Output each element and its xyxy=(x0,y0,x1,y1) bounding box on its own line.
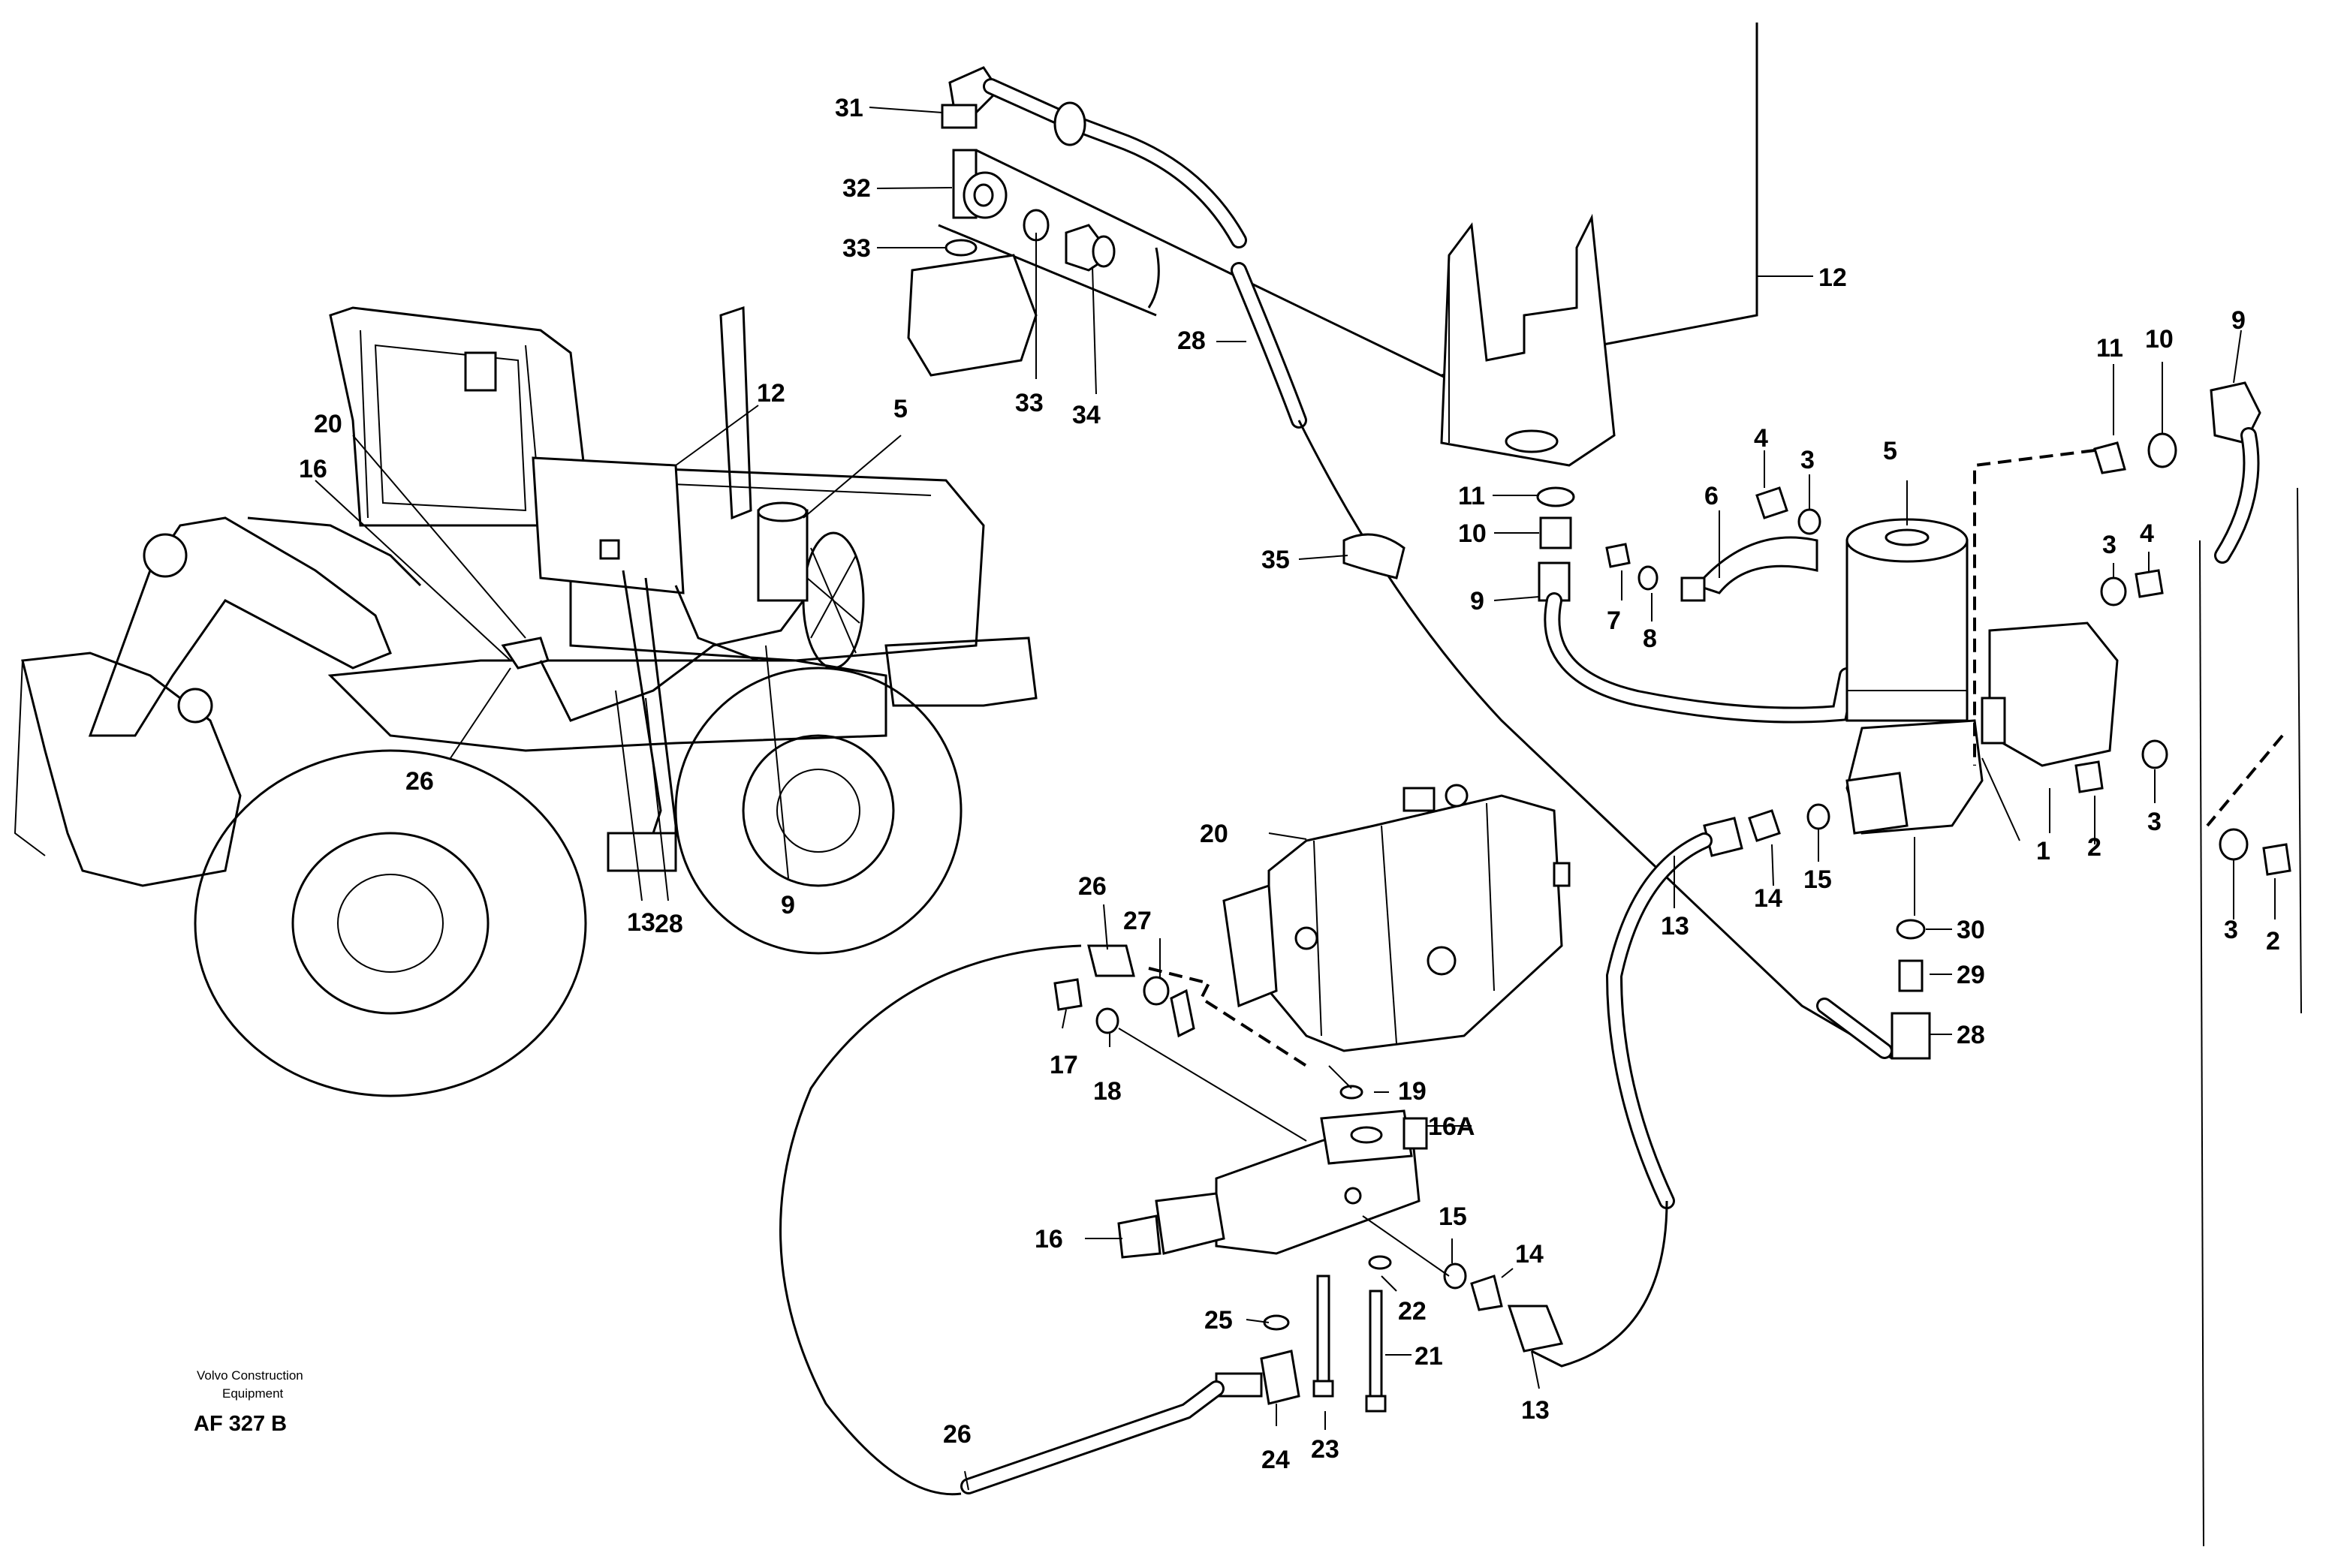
callout-19: 19 xyxy=(1398,1077,1427,1106)
callout-26: 26 xyxy=(943,1420,972,1449)
hydraulic-tank xyxy=(1440,23,1758,467)
credit-line-1: Volvo Construction xyxy=(197,1368,303,1383)
callout-33: 33 xyxy=(1015,389,1044,417)
callout-4: 4 xyxy=(2140,519,2154,548)
callout-7: 7 xyxy=(1607,606,1621,635)
callout-2: 2 xyxy=(2266,927,2280,956)
callout-3: 3 xyxy=(2224,916,2238,944)
pump-inlet-fittings xyxy=(779,944,1308,1496)
filter-assembly xyxy=(1605,449,2291,876)
callout-10: 10 xyxy=(1458,519,1487,548)
credit-line-2: Equipment xyxy=(222,1386,284,1401)
callout-13: 13 xyxy=(627,908,655,937)
hose-13-and-fittings xyxy=(1531,803,1830,1368)
callout-20: 20 xyxy=(1200,820,1228,848)
callout-14: 14 xyxy=(1754,884,1782,913)
callout-26: 26 xyxy=(405,767,434,796)
callout-8: 8 xyxy=(1643,624,1657,653)
callout-17: 17 xyxy=(1050,1051,1078,1079)
top-connection-assembly xyxy=(907,66,1472,392)
callout-28: 28 xyxy=(655,910,683,938)
callout-9: 9 xyxy=(1470,587,1484,615)
callout-3: 3 xyxy=(1800,446,1815,474)
callout-33: 33 xyxy=(842,234,871,263)
callout-29: 29 xyxy=(1957,961,1985,989)
callout-23: 23 xyxy=(1311,1435,1339,1464)
hydraulic-pump-20 xyxy=(1222,784,1571,1052)
callout-27: 27 xyxy=(1123,907,1152,935)
hose-clamp-35 xyxy=(1342,533,1405,579)
callout-16: 16 xyxy=(1035,1225,1063,1253)
filter-outlet-fittings xyxy=(1816,919,1931,1060)
callout-34: 34 xyxy=(1072,401,1101,429)
callout-5: 5 xyxy=(893,395,908,423)
callout-6: 6 xyxy=(1704,482,1719,510)
callout-22: 22 xyxy=(1398,1297,1427,1326)
callout-11: 11 xyxy=(1458,482,1485,510)
callout-31: 31 xyxy=(835,94,863,122)
callout-13: 13 xyxy=(1521,1396,1550,1425)
callout-4: 4 xyxy=(1754,424,1768,453)
callout-24: 24 xyxy=(1261,1446,1290,1474)
valve-block-16 xyxy=(1117,1109,1428,1259)
figure-code: AF 327 B xyxy=(194,1412,287,1436)
callout-15: 15 xyxy=(1803,865,1832,894)
callout-3: 3 xyxy=(2147,808,2162,836)
callout-28: 28 xyxy=(1957,1021,1985,1049)
callout-3: 3 xyxy=(2102,531,2117,559)
callout-12: 12 xyxy=(757,379,785,408)
callout-12: 12 xyxy=(1818,263,1847,292)
callout-20: 20 xyxy=(314,410,342,438)
tank-outlet-fittings xyxy=(1536,486,1855,724)
callout-15: 15 xyxy=(1439,1202,1467,1231)
callout-10: 10 xyxy=(2145,325,2174,354)
credit-block: Volvo Construction Equipment AF 327 B xyxy=(194,1368,303,1436)
callout-28: 28 xyxy=(1177,327,1206,355)
callout-30: 30 xyxy=(1957,916,1985,944)
callout-labels: 31 32 33 33 34 28 12 11 10 9 35 11 10 9 … xyxy=(299,94,2280,1474)
callout-5: 5 xyxy=(1883,437,1897,465)
callout-2: 2 xyxy=(2087,833,2101,862)
callout-32: 32 xyxy=(842,174,871,203)
callout-35: 35 xyxy=(1261,546,1290,574)
callout-1: 1 xyxy=(2036,837,2050,865)
leader-lines xyxy=(315,107,2276,1491)
callout-9: 9 xyxy=(2231,306,2246,335)
callout-18: 18 xyxy=(1093,1077,1122,1106)
callout-13: 13 xyxy=(1661,912,1689,940)
callout-25: 25 xyxy=(1204,1306,1233,1335)
callout-16A: 16A xyxy=(1428,1112,1475,1141)
callout-16: 16 xyxy=(299,455,327,483)
callout-21: 21 xyxy=(1415,1342,1443,1371)
callout-9: 9 xyxy=(781,891,795,919)
bottom-fasteners xyxy=(960,1065,1564,1494)
right-hose-9 xyxy=(2093,381,2302,1547)
wheel-loader-illustration xyxy=(14,305,1038,1097)
callout-26: 26 xyxy=(1078,872,1107,901)
callout-11: 11 xyxy=(2096,334,2123,363)
callout-14: 14 xyxy=(1515,1240,1544,1269)
